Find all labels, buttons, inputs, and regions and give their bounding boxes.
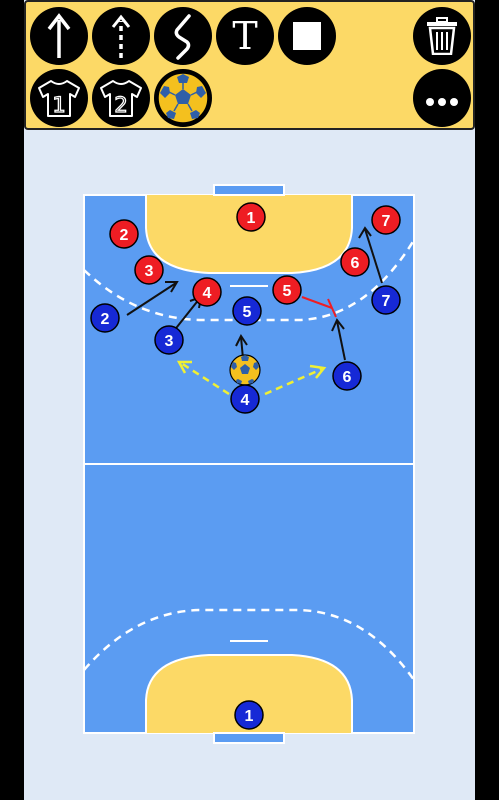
- handball-court[interactable]: 1 2 3 4 5 6 7 2 3 5 4 6 7 1: [24, 130, 475, 800]
- svg-text:6: 6: [343, 369, 352, 386]
- app-root: T 1 2: [24, 0, 475, 800]
- bottom-free-throw-line: [84, 608, 414, 681]
- red-player-3[interactable]: 3: [134, 255, 164, 285]
- arrow-up-icon: [47, 13, 71, 58]
- arrow-blue6[interactable]: [336, 320, 346, 361]
- blue-player-7[interactable]: 7: [371, 285, 401, 315]
- top-free-throw-line: [84, 239, 414, 322]
- arrowhead: [176, 360, 192, 374]
- svg-text:6: 6: [351, 255, 360, 272]
- svg-text:3: 3: [165, 333, 174, 350]
- toolbar: T 1 2: [24, 0, 475, 130]
- pass-to-blue3[interactable]: [180, 361, 230, 396]
- top-goal-area: [145, 195, 353, 274]
- svg-text:4: 4: [203, 285, 212, 302]
- ball-tool[interactable]: [154, 69, 212, 127]
- red-player-4[interactable]: 4: [192, 277, 222, 307]
- red-player-7[interactable]: 7: [371, 205, 401, 235]
- blue-player-4[interactable]: 4: [230, 384, 260, 414]
- arrowhead: [165, 281, 179, 293]
- arrow-blue3[interactable]: [172, 297, 201, 333]
- blue-player-2[interactable]: 2: [90, 303, 120, 333]
- svg-text:2: 2: [101, 311, 110, 328]
- straight-arrow-tool[interactable]: [30, 7, 88, 65]
- pass-to-blue6[interactable]: [264, 367, 323, 396]
- trash-icon: [427, 17, 457, 55]
- delete-tool[interactable]: [413, 7, 471, 65]
- blue-team: 2 3 5 4 6 7 1: [90, 285, 401, 730]
- text-icon: T: [232, 14, 258, 58]
- handball-icon[interactable]: [229, 354, 261, 386]
- pass-arrowheads: [176, 360, 327, 379]
- text-tool[interactable]: T: [216, 7, 274, 65]
- top-goal: [213, 184, 285, 196]
- svg-text:1: 1: [247, 210, 256, 227]
- blue-player-5[interactable]: 5: [232, 296, 262, 326]
- svg-text:7: 7: [382, 213, 391, 230]
- block-line[interactable]: [301, 296, 337, 318]
- more-options[interactable]: [413, 69, 471, 127]
- squiggle-icon: [174, 14, 191, 60]
- arrowhead: [235, 334, 248, 347]
- svg-text:1: 1: [245, 708, 254, 725]
- dashed-arrow-tool[interactable]: [92, 7, 150, 65]
- red-player-1[interactable]: 1: [236, 202, 266, 232]
- jersey-number: 1: [52, 93, 65, 117]
- arrow-blue2[interactable]: [126, 282, 177, 316]
- svg-text:7: 7: [382, 293, 391, 310]
- team2-jersey-tool[interactable]: 2: [92, 69, 150, 127]
- jersey-1-icon: 1: [38, 80, 80, 118]
- rectangle-tool[interactable]: [278, 7, 336, 65]
- arrowhead: [358, 226, 372, 239]
- arrowhead: [331, 318, 345, 332]
- team1-jersey-tool[interactable]: 1: [30, 69, 88, 127]
- blue-player-6[interactable]: 6: [332, 361, 362, 391]
- blue-player-3[interactable]: 3: [154, 325, 184, 355]
- blue-player-1-goalkeeper[interactable]: 1: [234, 700, 264, 730]
- more-icon: [426, 98, 458, 106]
- svg-text:4: 4: [241, 392, 250, 409]
- jersey-number: 2: [114, 93, 127, 117]
- court-markings: [84, 195, 414, 733]
- red-player-5[interactable]: 5: [272, 275, 302, 305]
- jersey-2-icon: 2: [100, 80, 142, 118]
- svg-text:2: 2: [120, 227, 129, 244]
- red-player-6[interactable]: 6: [340, 247, 370, 277]
- svg-text:5: 5: [243, 304, 252, 321]
- svg-text:5: 5: [283, 283, 292, 300]
- bottom-goal-area: [145, 654, 353, 733]
- dashed-arrow-up-icon: [111, 14, 131, 58]
- arrowhead: [309, 364, 327, 379]
- curved-line-tool[interactable]: [154, 7, 212, 65]
- arrow-blue7[interactable]: [364, 228, 383, 284]
- bottom-goal: [213, 732, 285, 744]
- handball-icon: [157, 72, 209, 124]
- svg-text:3: 3: [145, 263, 154, 280]
- red-team: 1 2 3 4 5 6 7: [109, 202, 401, 307]
- pass-lines: [180, 361, 323, 396]
- red-player-2[interactable]: 2: [109, 219, 139, 249]
- square-icon: [293, 22, 321, 50]
